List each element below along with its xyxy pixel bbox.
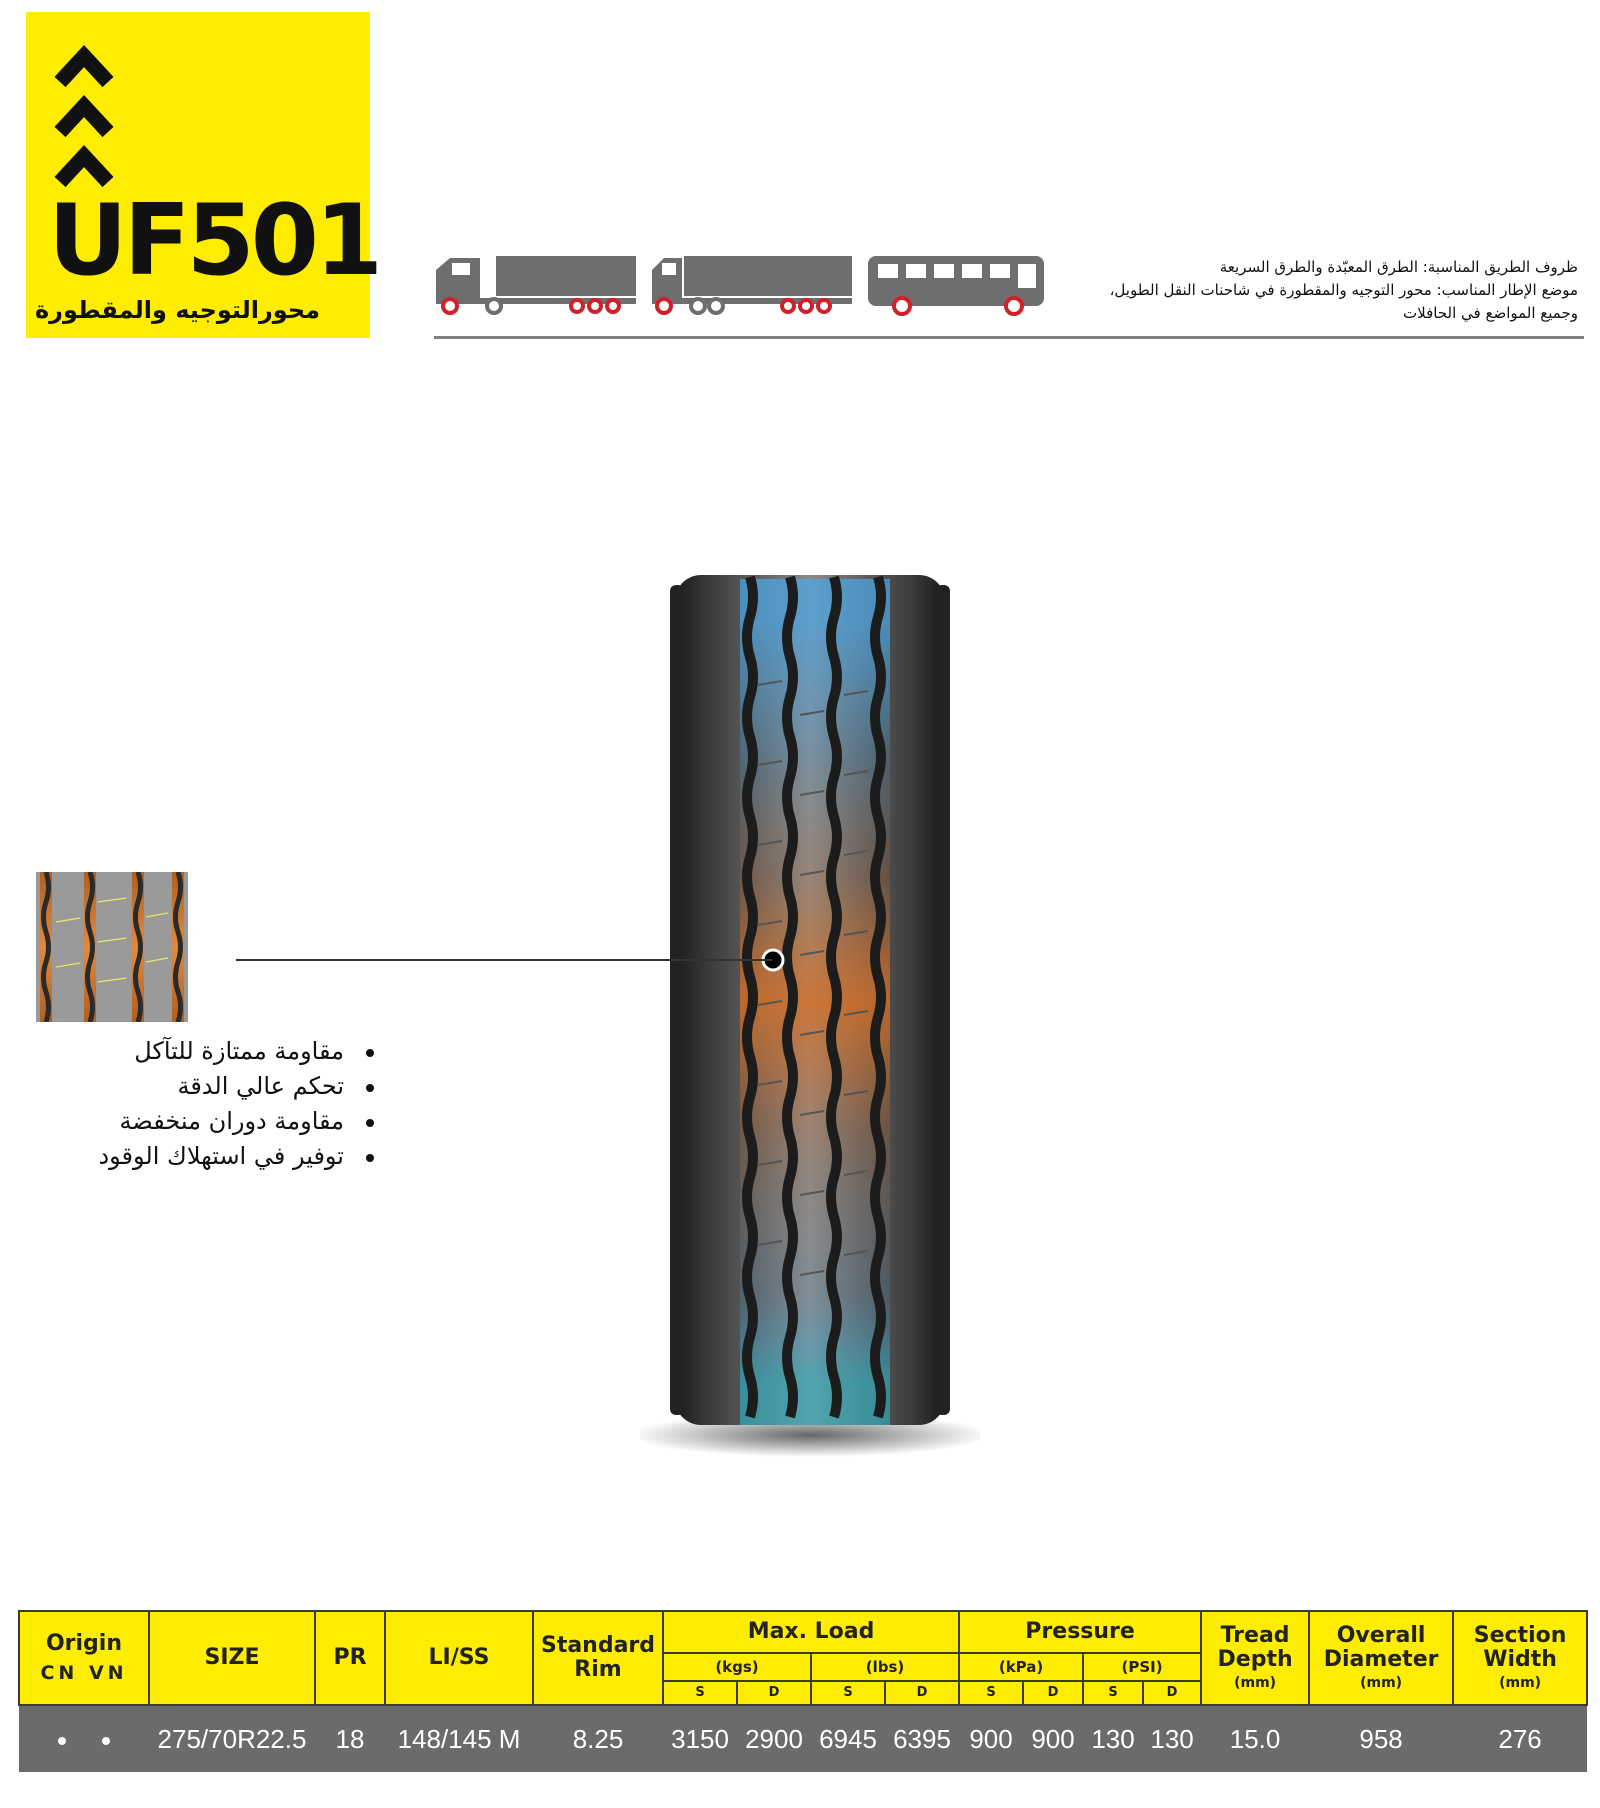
origin-vn-dot [102, 1736, 110, 1745]
spec-table: Origin CN VN SIZE PR LI/SS Standard Rim … [18, 1610, 1589, 1772]
overall-label-1: Overall [1336, 1623, 1426, 1649]
pr-header: PR [314, 1610, 386, 1706]
overall-diameter-cell: 958 [1309, 1705, 1454, 1772]
road-conditions-text: ظروف الطريق المناسبة: الطرق المعبّدة وال… [1018, 256, 1578, 325]
rim-label-2: Rim [574, 1657, 622, 1682]
kgs-d-header: D [736, 1680, 812, 1706]
bullet-icon [366, 1049, 374, 1057]
feature-text: توفير في استهلاك الوقود [98, 1142, 344, 1170]
road-conditions-line: ظروف الطريق المناسبة: الطرق المعبّدة وال… [1219, 258, 1578, 276]
rim-cell: 8.25 [533, 1705, 663, 1772]
tire-position-line: موضع الإطار المناسب: محور التوجيه والمقط… [1109, 281, 1578, 299]
feature-text: مقاومة دوران منخفضة [119, 1107, 344, 1135]
lbs-d-header: D [883, 1680, 961, 1706]
section-unit: (mm) [1499, 1675, 1542, 1692]
load-lbs-d-cell: 6395 [885, 1705, 960, 1772]
section-width-cell: 276 [1453, 1705, 1588, 1772]
model-name: UF501 [48, 184, 383, 298]
table-row: 275/70R22.5 18 148/145 M 8.25 3150 2900 … [19, 1705, 1588, 1772]
feature-item: مقاومة ممتازة للتآكل [40, 1034, 380, 1069]
origin-cell [19, 1705, 149, 1772]
kgs-s-header: S [662, 1680, 738, 1706]
tire-position-line-cont: وجميع المواضع في الحافلات [1403, 304, 1578, 322]
triple-chevron-up-icon [54, 44, 114, 188]
load-lbs-s-cell: 6945 [811, 1705, 885, 1772]
truck-trailer-icon [652, 256, 852, 315]
tread-depth-header: Tread Depth (mm) [1200, 1610, 1311, 1706]
overall-label-2: Diameter [1323, 1647, 1439, 1673]
tread-label-1: Tread [1220, 1623, 1290, 1649]
kpa-s-header: S [958, 1680, 1025, 1706]
liss-cell: 148/145 M [385, 1705, 533, 1772]
psi-d-header: D [1142, 1680, 1203, 1706]
vehicle-icons [436, 256, 1044, 316]
kgs-header: (kgs) [662, 1652, 812, 1682]
lbs-s-header: S [810, 1680, 886, 1706]
kpa-header: (kPa) [958, 1652, 1085, 1682]
origin-header: Origin CN VN [18, 1610, 150, 1706]
origin-cn-dot [58, 1736, 66, 1745]
origin-label: Origin [45, 1631, 123, 1657]
tire-tread-image [640, 575, 980, 1457]
overall-unit: (mm) [1360, 1675, 1403, 1692]
max-load-header: Max. Load [661, 1610, 961, 1654]
rim-label-1: Standard [540, 1632, 656, 1658]
lbs-header: (lbs) [809, 1652, 961, 1682]
section-width-header: Section Width (mm) [1452, 1610, 1589, 1706]
badge-subtitle: محورالتوجيه والمقطورة [34, 296, 320, 324]
pressure-header: Pressure [958, 1610, 1203, 1654]
psi-header: (PSI) [1082, 1652, 1203, 1682]
kpa-s-cell: 900 [959, 1705, 1024, 1772]
load-kgs-d-cell: 2900 [737, 1705, 811, 1772]
tread-detail-thumbnail [36, 872, 188, 1022]
bullet-icon [366, 1084, 374, 1092]
product-badge: UF501 محورالتوجيه والمقطورة [26, 12, 383, 338]
callout-line [236, 959, 772, 961]
tread-depth-cell: 15.0 [1201, 1705, 1310, 1772]
bus-icon [868, 256, 1044, 316]
origin-cn-label: CN [40, 1661, 79, 1684]
pr-cell: 18 [315, 1705, 385, 1772]
semi-truck-trailer-icon [436, 256, 636, 315]
overall-diameter-header: Overall Diameter (mm) [1308, 1610, 1455, 1706]
feature-item: توفير في استهلاك الوقود [40, 1139, 380, 1174]
psi-s-header: S [1082, 1680, 1145, 1706]
feature-text: تحكم عالي الدقة [177, 1072, 344, 1100]
feature-list: مقاومة ممتازة للتآكل تحكم عالي الدقة مقا… [40, 1034, 380, 1174]
kpa-d-header: D [1022, 1680, 1085, 1706]
feature-text: مقاومة ممتازة للتآكل [134, 1037, 344, 1065]
kpa-d-cell: 900 [1023, 1705, 1084, 1772]
section-label-2: Width [1483, 1647, 1557, 1673]
bullet-icon [366, 1119, 374, 1127]
tread-label-2: Depth [1217, 1647, 1293, 1673]
origin-codes: CN VN [20, 1661, 148, 1684]
tread-unit: (mm) [1234, 1675, 1277, 1692]
liss-header: LI/SS [384, 1610, 534, 1706]
size-header: SIZE [148, 1610, 316, 1706]
origin-vn-label: VN [88, 1661, 128, 1684]
load-kgs-s-cell: 3150 [663, 1705, 737, 1772]
feature-item: مقاومة دوران منخفضة [40, 1104, 380, 1139]
section-label-1: Section [1473, 1623, 1567, 1649]
psi-d-cell: 130 [1143, 1705, 1202, 1772]
psi-s-cell: 130 [1083, 1705, 1144, 1772]
feature-item: تحكم عالي الدقة [40, 1069, 380, 1104]
bullet-icon [366, 1154, 374, 1162]
size-cell: 275/70R22.5 [149, 1705, 315, 1772]
divider-line [434, 336, 1584, 339]
rim-header: Standard Rim [532, 1610, 664, 1706]
